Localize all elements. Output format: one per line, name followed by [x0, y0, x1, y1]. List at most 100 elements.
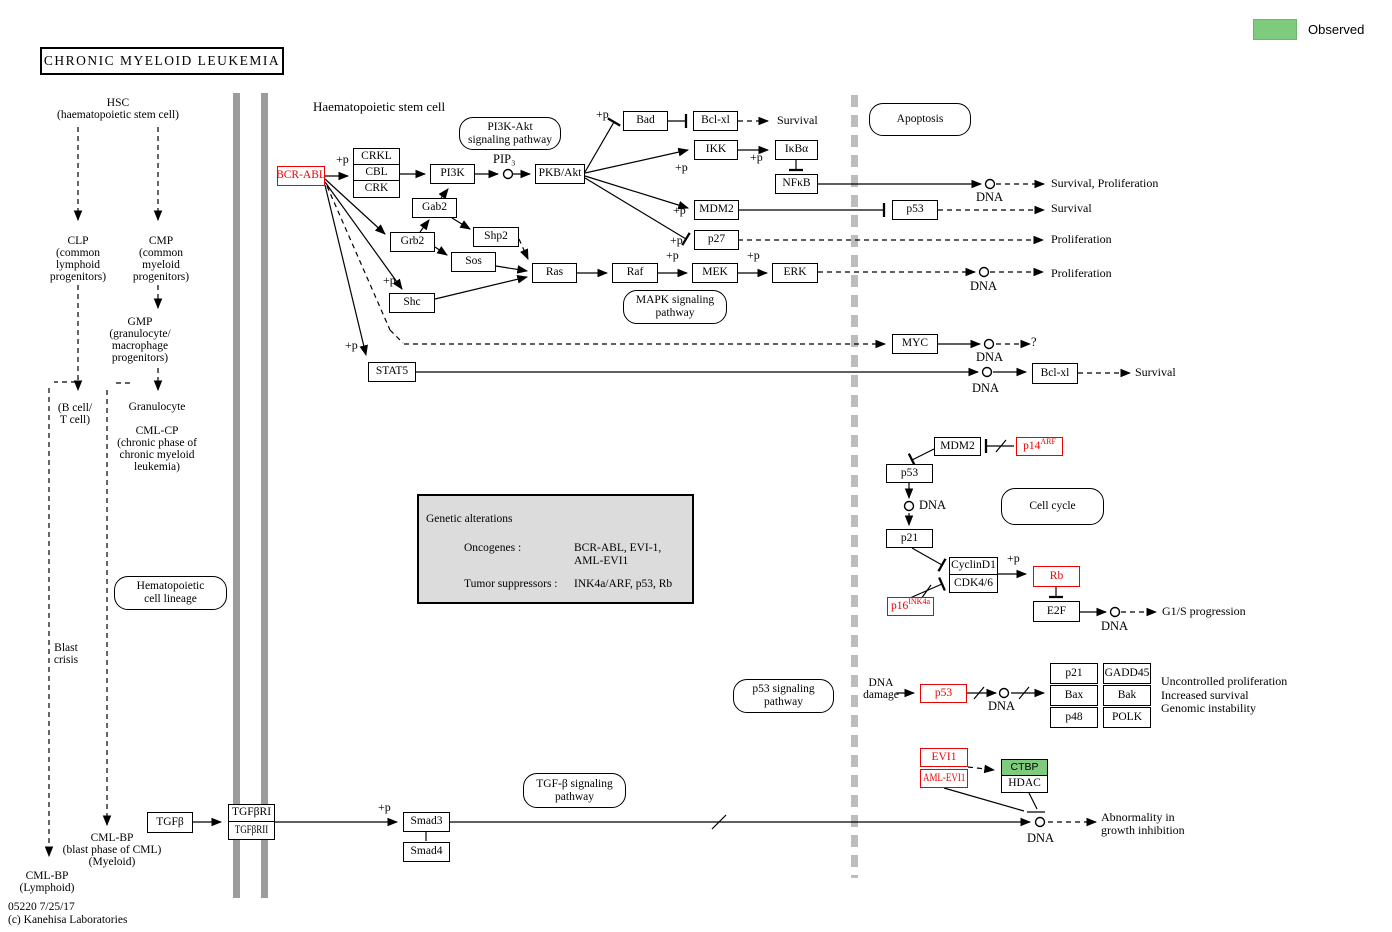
node-myc[interactable]: MYC: [892, 334, 938, 354]
node-gadd45[interactable]: GADD45: [1103, 663, 1151, 684]
node-label: TGFβRI: [231, 806, 272, 819]
node-grb2[interactable]: Grb2: [390, 232, 435, 252]
node-smad3[interactable]: Smad3: [403, 812, 450, 832]
node-p16ink4a[interactable]: p16INK4a: [887, 597, 934, 616]
node-raf[interactable]: Raf: [612, 263, 658, 283]
node-shc[interactable]: Shc: [389, 293, 435, 313]
pathway-box-apoptosis[interactable]: Apoptosis: [869, 103, 971, 136]
node-p53-nuc[interactable]: p53: [886, 464, 933, 483]
node-ikba[interactable]: IκBα: [775, 140, 818, 160]
node-bax[interactable]: Bax: [1050, 685, 1098, 706]
node-pi3k[interactable]: PI3K: [430, 164, 475, 184]
label-line: DNA: [919, 498, 947, 512]
node-cdk46[interactable]: CDK4/6: [949, 574, 998, 593]
pathway-box-cell-cycle[interactable]: Cell cycle: [1001, 488, 1104, 525]
node-ikk[interactable]: IKK: [694, 140, 738, 160]
node-bad[interactable]: Bad: [623, 111, 668, 131]
label-line: Haematopoietic stem cell: [313, 99, 446, 114]
pathway-box-label: PI3K-Akt: [487, 120, 533, 133]
node-gab2[interactable]: Gab2: [412, 198, 457, 218]
node-rb[interactable]: Rb: [1033, 566, 1080, 587]
node-shp2[interactable]: Shp2: [473, 227, 519, 247]
node-bak[interactable]: Bak: [1103, 685, 1151, 706]
label-line: Proliferation: [1051, 232, 1112, 246]
node-label: Bcl-xl: [701, 114, 730, 127]
dna-site: [502, 168, 514, 180]
label-dna-p53nuc: DNA: [919, 498, 947, 513]
node-label: PI3K: [440, 167, 465, 180]
node-label: E2F: [1046, 604, 1067, 617]
node-polk[interactable]: POLK: [1103, 707, 1151, 728]
label-line: Abnormality in: [1101, 810, 1175, 824]
node-cyclind1[interactable]: CyclinD1: [949, 557, 998, 575]
label-line: +p: [345, 338, 358, 352]
node-hdac[interactable]: HDAC: [1001, 775, 1048, 793]
label-line: (common: [55, 247, 101, 259]
nuclear-membrane-bar: [851, 95, 858, 878]
label-increased-survival: Increased survival: [1161, 689, 1249, 702]
label-line: +p: [670, 233, 683, 247]
label-granulocyte: Granulocyte: [129, 401, 186, 413]
node-crkl[interactable]: CRKL: [353, 148, 400, 165]
node-nfkb[interactable]: NFκB: [775, 174, 818, 194]
label-line: Uncontrolled proliferation: [1161, 674, 1288, 688]
pathway-box-label: Apoptosis: [896, 113, 944, 125]
node-mek[interactable]: MEK: [692, 263, 738, 283]
node-evi1[interactable]: EVI1: [920, 748, 968, 767]
label-line: crisis: [53, 654, 79, 666]
node-p53-sig[interactable]: p53: [920, 684, 967, 703]
node-mdm2-pkb[interactable]: MDM2: [694, 200, 739, 220]
node-tgfbr2[interactable]: TGFβRII: [228, 821, 275, 840]
node-smad4[interactable]: Smad4: [403, 842, 450, 862]
label-line: Increased survival: [1161, 688, 1249, 702]
node-bcl-xl-top[interactable]: Bcl-xl: [693, 111, 738, 131]
label-line: GMP: [127, 316, 153, 328]
node-p14arf[interactable]: p14ARF: [1016, 437, 1063, 456]
node-p21-grid[interactable]: p21: [1050, 663, 1098, 684]
node-ctbp[interactable]: CTBP: [1001, 759, 1048, 776]
node-p53-akt[interactable]: p53: [892, 200, 938, 220]
edge: [434, 246, 448, 256]
node-e2f[interactable]: E2F: [1033, 601, 1080, 622]
node-bcl-xl-stat5[interactable]: Bcl-xl: [1032, 363, 1078, 384]
node-tgfb[interactable]: TGFβ: [147, 812, 193, 833]
label-line: chronic myeloid: [119, 449, 195, 461]
node-bcr-abl[interactable]: BCR-ABL: [276, 166, 326, 186]
pathway-box-label: pathway: [655, 307, 695, 319]
node-crk[interactable]: CRK: [353, 180, 400, 198]
node-label: MDM2: [940, 439, 975, 452]
node-stat5[interactable]: STAT5: [368, 362, 416, 382]
node-pkb-akt[interactable]: PKB/Akt: [535, 164, 585, 184]
node-ras[interactable]: Ras: [532, 263, 577, 283]
node-p48[interactable]: p48: [1050, 707, 1098, 728]
dna-site: [998, 687, 1010, 699]
pathway-box-label: Hematopoietic: [136, 580, 205, 592]
node-cbl[interactable]: CBL: [353, 164, 400, 181]
node-mdm2-nuc[interactable]: MDM2: [934, 437, 981, 456]
node-p27[interactable]: p27: [694, 230, 739, 250]
node-label: TGFβRII: [234, 823, 269, 836]
node-sos[interactable]: Sos: [451, 252, 496, 272]
node-label: AML-EVI1: [922, 771, 966, 784]
label-line: lymphoid: [55, 259, 101, 271]
legend-observed-label: Observed: [1308, 22, 1365, 37]
label-line: (B cell/: [57, 402, 93, 414]
label-survival-bad: Survival: [777, 114, 818, 127]
label-line: damage: [863, 689, 899, 701]
node-aml-evi1[interactable]: AML-EVI1: [920, 769, 968, 788]
label-dna-myc: DNA: [976, 350, 1003, 365]
node-tgfbr1[interactable]: TGFβRI: [228, 804, 275, 822]
label-line: Survival: [1051, 201, 1092, 215]
node-label-superscript: INK4a: [908, 596, 931, 606]
label-pp-crkl: +p: [336, 153, 349, 166]
node-erk[interactable]: ERK: [772, 263, 818, 283]
node-p21-nuc[interactable]: p21: [886, 529, 933, 548]
label-line: CML-BP: [25, 870, 69, 882]
